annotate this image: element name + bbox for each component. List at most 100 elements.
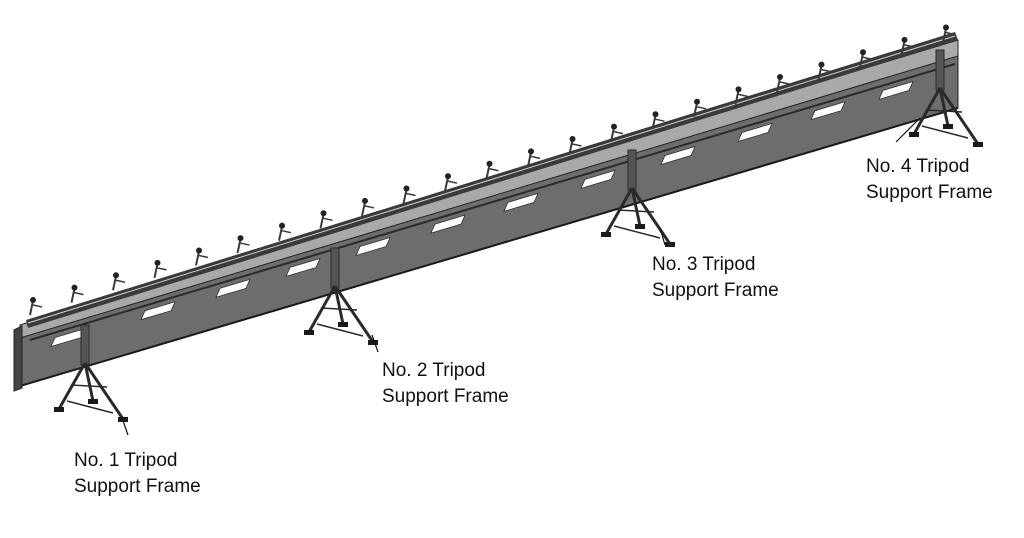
tripod-brace: [320, 307, 358, 311]
clamp-post-arm: [323, 217, 333, 222]
clamp-post-knob: [71, 284, 78, 291]
leader-line-1: [121, 417, 129, 436]
clamp-post-stem: [859, 53, 864, 68]
tripod-foot: [601, 232, 611, 237]
clamp-post-arm: [406, 192, 416, 197]
clamp-post-18: [734, 86, 748, 105]
beam-window-2: [140, 301, 176, 321]
leader-line-4: [895, 117, 921, 143]
clamp-post-arm: [32, 304, 43, 308]
clamp-post-knob: [486, 160, 493, 167]
tripod-4: [909, 49, 983, 147]
tripod-leg: [938, 87, 980, 145]
clamp-post-stem: [153, 263, 159, 279]
label-4: No. 4 Tripod Support Frame: [866, 156, 993, 203]
clamp-post-1: [29, 297, 43, 316]
tripod-leg: [604, 187, 634, 235]
tripod-leg: [83, 362, 95, 402]
tripod-3: [601, 149, 675, 247]
clamp-post-arm: [572, 143, 582, 147]
tripod-brace: [316, 323, 364, 337]
clamp-post-arm: [240, 242, 250, 246]
tripod-leg: [83, 362, 125, 420]
beam-bottom-edge: [19, 107, 959, 387]
clamp-post-stem: [444, 176, 449, 192]
clamp-post-7: [278, 222, 292, 241]
tripod-foot: [88, 399, 98, 404]
clamp-post-22: [900, 36, 914, 56]
tripod-foot: [368, 340, 378, 345]
leader-lines: [121, 117, 921, 436]
label-3-line2: Support Frame: [652, 280, 779, 301]
clamp-post-21: [859, 49, 873, 68]
clamp-post-arm: [157, 267, 167, 271]
clamp-post-11: [444, 173, 458, 192]
label-1: No. 1 Tripod Support Frame: [74, 450, 201, 497]
tripod-post: [935, 49, 945, 91]
clamp-post-knob: [652, 111, 659, 118]
clamp-post-knob: [113, 272, 119, 279]
tripod-foot: [54, 407, 64, 412]
tripod-leg: [912, 87, 942, 135]
tripod-post: [80, 324, 90, 366]
clamp-post-knob: [818, 61, 825, 68]
clamp-post-arm: [904, 44, 914, 48]
clamp-post-arm: [198, 254, 209, 259]
tripod-leg: [630, 187, 672, 245]
tripod-2: [304, 247, 378, 345]
tripod-foot: [943, 124, 953, 129]
clamp-post-23: [942, 24, 956, 43]
clamp-post-4: [153, 259, 167, 279]
clamp-post-9: [361, 197, 375, 217]
beam: [13, 39, 959, 392]
label-1-line1: No. 1 Tripod: [74, 450, 178, 471]
clamp-post-stem: [361, 201, 366, 217]
clamp-post-arm: [945, 31, 956, 36]
beam-window-12: [878, 80, 914, 101]
tripod-post: [627, 149, 637, 191]
beam-window-10: [737, 122, 773, 143]
tripod-foot: [973, 142, 983, 147]
clamp-post-13: [527, 148, 541, 167]
tripod-foot: [909, 132, 919, 137]
label-2-line1: No. 2 Tripod: [382, 360, 486, 381]
tripod-foot: [338, 322, 348, 327]
clamp-post-knob: [943, 24, 949, 31]
clamp-post-arm: [655, 118, 665, 122]
clamp-post-stem: [693, 102, 698, 118]
tripod-leg: [333, 285, 375, 343]
clamp-post-stem: [112, 276, 117, 291]
clamp-post-stem: [319, 214, 325, 229]
clamp-post-arm: [489, 168, 499, 172]
clamp-post-stem: [942, 28, 947, 43]
clamp-post-arm: [447, 180, 458, 184]
clamp-post-stem: [734, 90, 740, 105]
clamp-post-5: [195, 247, 209, 266]
clamp-post-stem: [900, 40, 906, 56]
clamp-post-2: [70, 284, 84, 303]
label-4-line1: No. 4 Tripod: [866, 156, 970, 177]
clamp-post-knob: [569, 135, 576, 142]
label-4-line2: Support Frame: [866, 182, 993, 203]
clamp-post-17: [693, 98, 707, 118]
tripod-brace: [613, 225, 661, 239]
clamp-post-stem: [817, 65, 823, 80]
clamp-post-19: [776, 74, 790, 93]
label-3-line1: No. 3 Tripod: [652, 254, 756, 275]
clamp-post-knob: [403, 185, 410, 192]
clamp-post-stem: [776, 77, 781, 93]
tripod-brace: [70, 384, 108, 388]
rail-highlight: [27, 35, 956, 324]
clamp-post-stem: [195, 251, 200, 266]
beam-window-5: [355, 236, 391, 257]
clamp-post-arm: [74, 291, 84, 296]
tripod-leg: [333, 285, 345, 325]
clamp-post-arm: [779, 81, 790, 85]
clamp-post-knob: [445, 173, 451, 180]
clamp-post-stem: [278, 226, 283, 241]
clamp-post-3: [112, 272, 126, 291]
clamp-post-stem: [70, 288, 76, 303]
clamp-post-arm: [115, 279, 126, 283]
label-2-line2: Support Frame: [382, 386, 509, 407]
